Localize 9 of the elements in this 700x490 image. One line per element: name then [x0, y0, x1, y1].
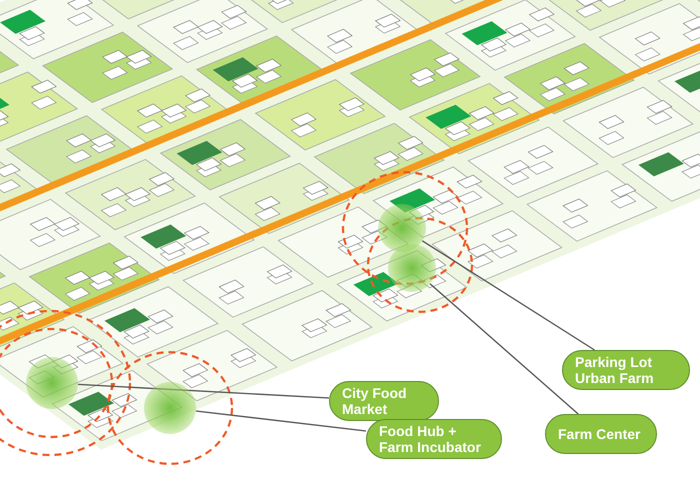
callout-label: City Food Market [329, 381, 439, 421]
site-highlight [378, 204, 426, 252]
callout-label: Food Hub + Farm Incubator [366, 419, 502, 459]
callout-label: Farm Center [545, 414, 657, 454]
callout-label: Parking Lot Urban Farm [562, 350, 690, 390]
site-highlight [388, 244, 436, 292]
leader-line [196, 410, 366, 432]
site-highlight [26, 357, 78, 409]
site-highlight [144, 382, 196, 434]
